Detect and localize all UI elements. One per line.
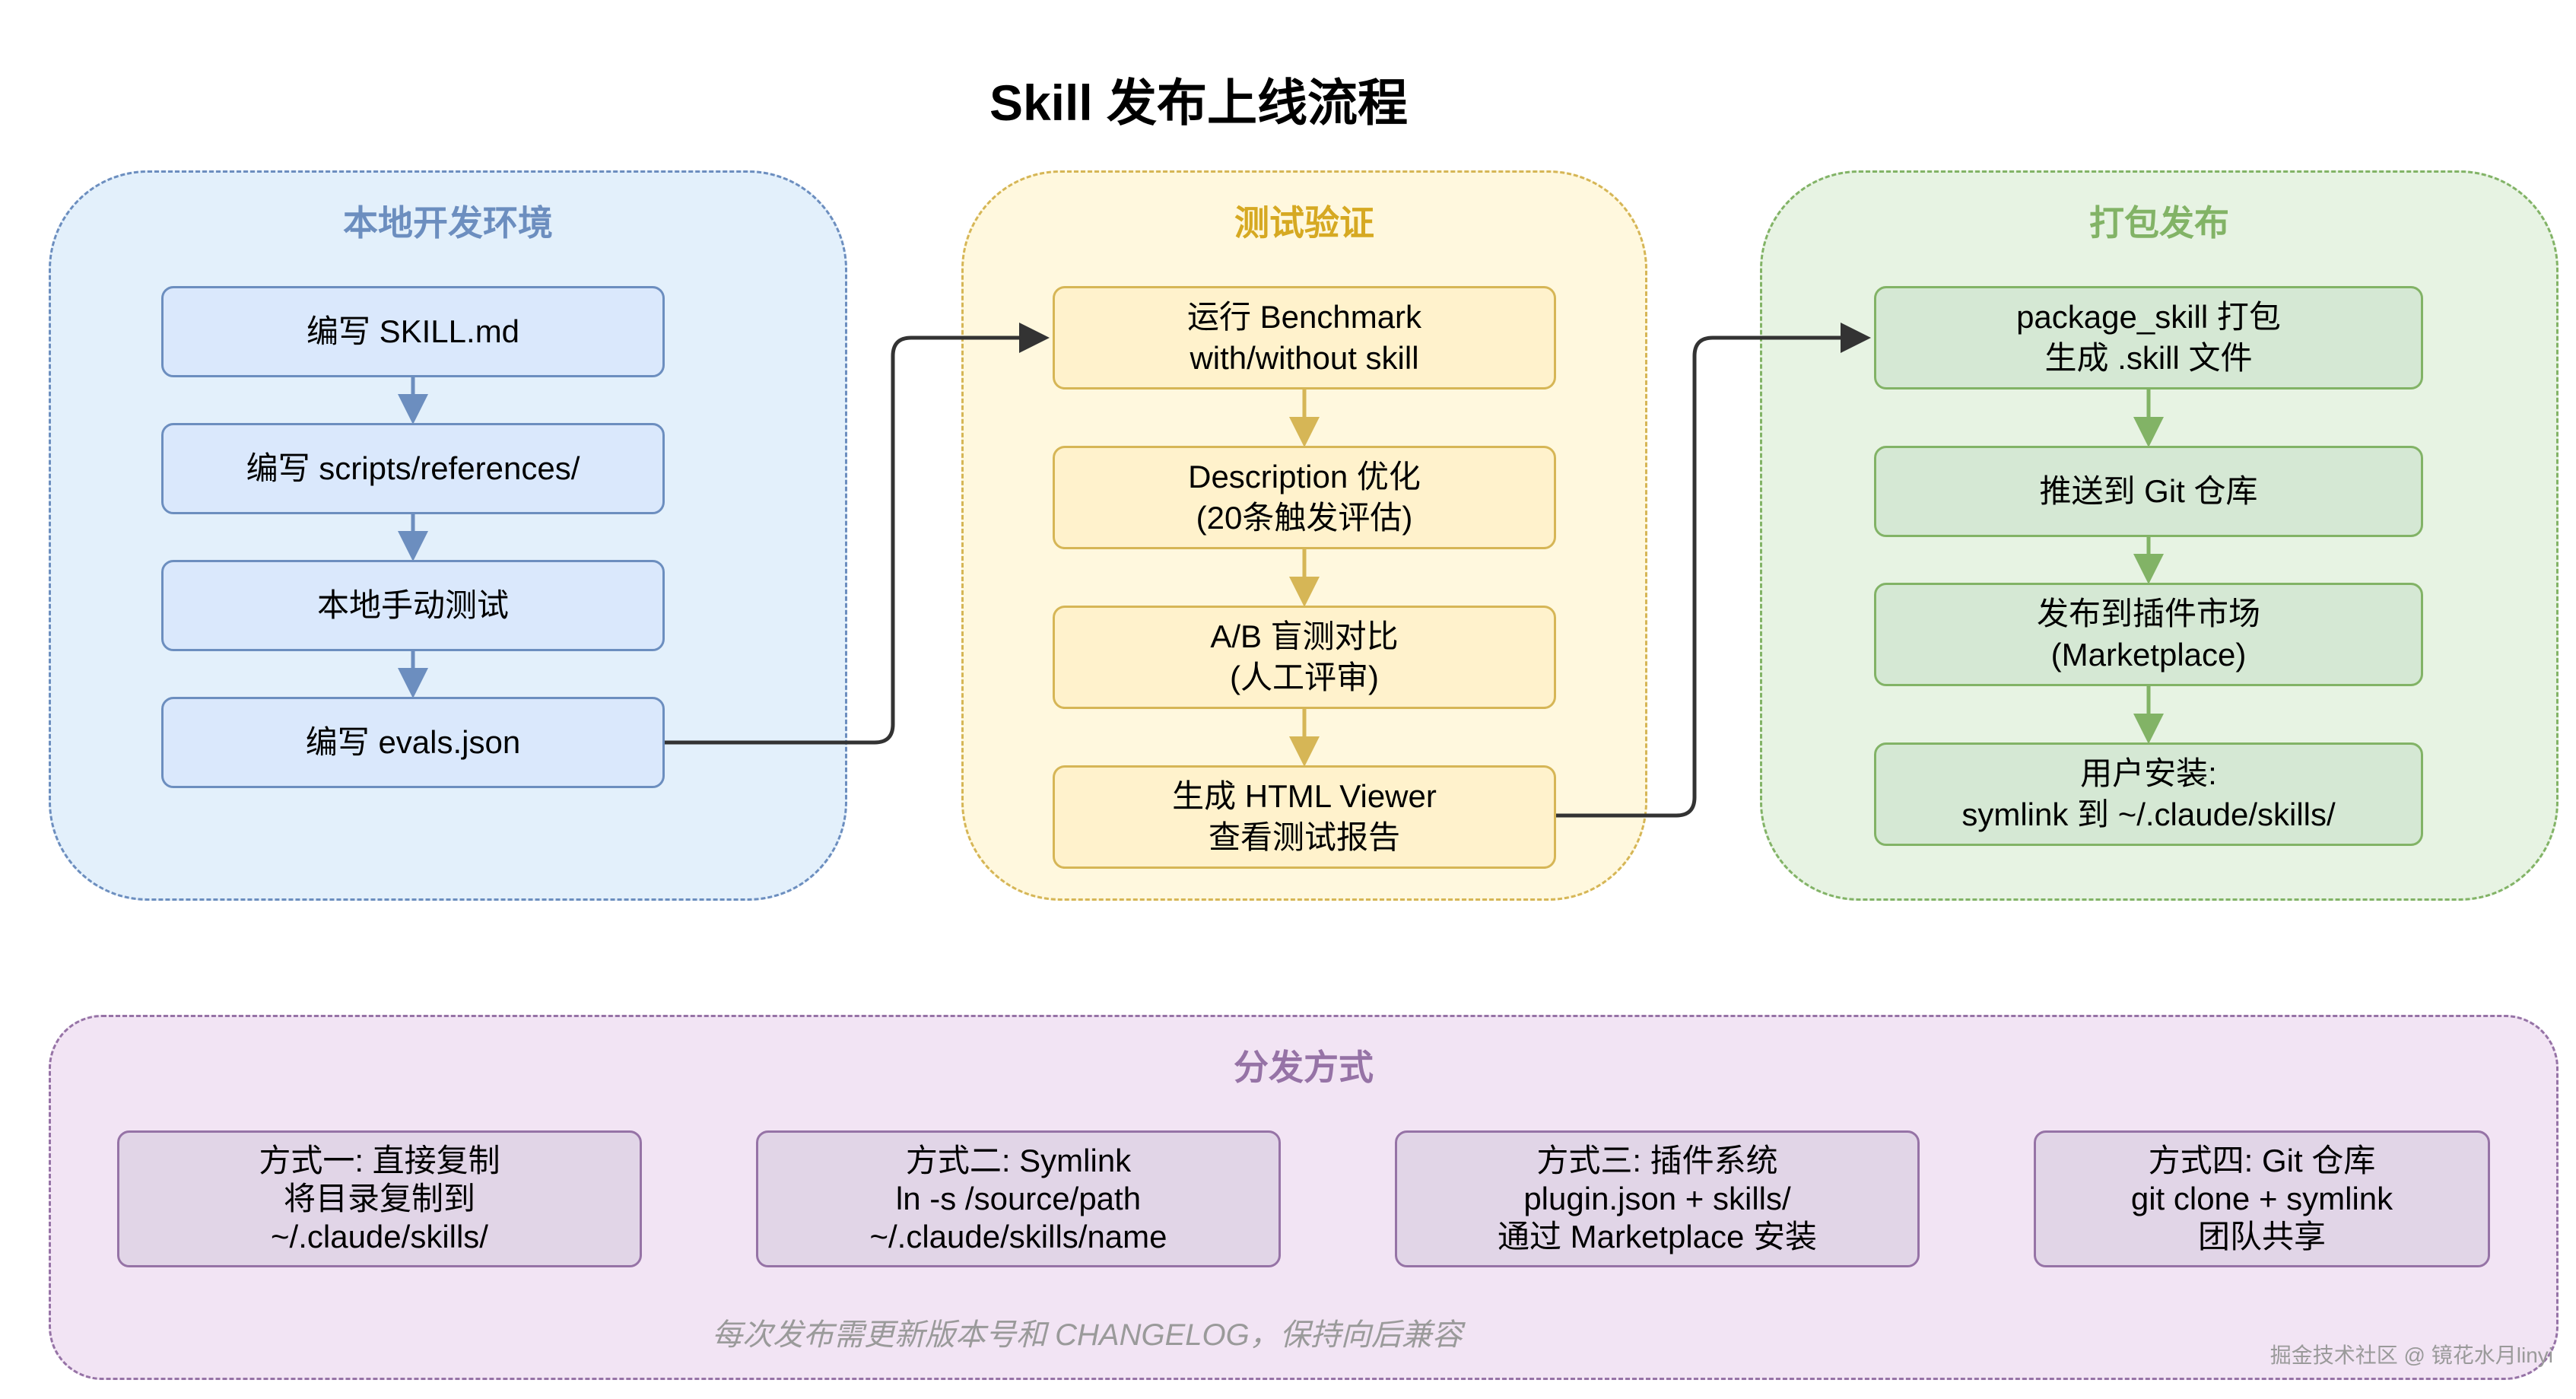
method-line: 团队共享 (2197, 1219, 2326, 1254)
step-line: package_skill 打包 (2016, 299, 2281, 335)
method-line: 方式二: Symlink (905, 1143, 1132, 1178)
step-local-manual-test: 本地手动测试 (161, 560, 665, 651)
arrow-test-to-release (1556, 323, 1871, 818)
step-publish-marketplace: 发布到插件市场 (Marketplace) (1874, 583, 2423, 686)
step-line: 生成 .skill 文件 (2044, 340, 2253, 376)
step-package-skill: package_skill 打包 生成 .skill 文件 (1874, 286, 2423, 389)
step-line: (Marketplace) (2050, 637, 2247, 672)
step-line: A/B 盲测对比 (1210, 618, 1399, 654)
step-line: 生成 HTML Viewer (1172, 778, 1437, 814)
step-line: 编写 SKILL.md (306, 313, 520, 349)
step-line: symlink 到 ~/.claude/skills/ (1961, 796, 2336, 832)
step-line: 查看测试报告 (1208, 819, 1400, 855)
method-line: 通过 Marketplace 安装 (1497, 1219, 1818, 1254)
diagram-title: Skill 发布上线流程 (989, 75, 1409, 131)
step-write-scripts-references: 编写 scripts/references/ (161, 423, 665, 514)
method-line: ~/.claude/skills/name (869, 1219, 1167, 1254)
step-line: 编写 evals.json (305, 724, 521, 760)
method-line: 方式四: Git 仓库 (2148, 1143, 2376, 1178)
method-git-repo: 方式四: Git 仓库 git clone + symlink 团队共享 (2034, 1130, 2490, 1267)
step-line: 运行 Benchmark (1186, 299, 1422, 335)
method-line: ~/.claude/skills/ (271, 1219, 488, 1254)
method-line: ln -s /source/path (895, 1181, 1142, 1216)
step-description-optimization: Description 优化 (20条触发评估) (1053, 446, 1556, 549)
step-line: 本地手动测试 (316, 587, 509, 623)
step-write-skill-md: 编写 SKILL.md (161, 286, 665, 377)
group-local-dev-label: 本地开发环境 (343, 203, 553, 243)
method-line: 方式三: 插件系统 (1536, 1143, 1778, 1178)
step-line: (人工评审) (1230, 660, 1379, 695)
method-line: plugin.json + skills/ (1523, 1181, 1791, 1216)
step-line: 推送到 Git 仓库 (2039, 473, 2258, 509)
step-push-to-git: 推送到 Git 仓库 (1874, 446, 2423, 537)
step-run-benchmark: 运行 Benchmark with/without skill (1053, 286, 1556, 389)
group-distribution-label: 分发方式 (1234, 1048, 1374, 1087)
watermark: 掘金技术社区 @ 镜花水月linyi (2269, 1343, 2553, 1367)
method-plugin-system: 方式三: 插件系统 plugin.json + skills/ 通过 Marke… (1395, 1130, 1920, 1267)
step-user-install: 用户安装: symlink 到 ~/.claude/skills/ (1874, 742, 2423, 846)
step-line: 发布到插件市场 (2036, 596, 2260, 631)
step-line: with/without skill (1190, 340, 1419, 376)
step-line: (20条触发评估) (1196, 500, 1413, 536)
step-line: 用户安装: (2080, 755, 2217, 791)
step-ab-blind-test: A/B 盲测对比 (人工评审) (1053, 606, 1556, 709)
group-package-release-label: 打包发布 (2089, 203, 2229, 243)
method-line: 方式一: 直接复制 (259, 1143, 500, 1178)
arrow-local-to-test (665, 323, 1050, 745)
step-generate-html-viewer: 生成 HTML Viewer 查看测试报告 (1053, 765, 1556, 869)
distribution-note: 每次发布需更新版本号和 CHANGELOG，保持向后兼容 (712, 1318, 1463, 1352)
step-line: 编写 scripts/references/ (246, 450, 580, 486)
method-line: git clone + symlink (2130, 1181, 2393, 1216)
group-test-verification-label: 测试验证 (1234, 203, 1374, 243)
step-line: Description 优化 (1188, 459, 1421, 494)
method-symlink: 方式二: Symlink ln -s /source/path ~/.claud… (756, 1130, 1281, 1267)
method-line: 将目录复制到 (283, 1181, 475, 1216)
step-write-evals-json: 编写 evals.json (161, 697, 665, 788)
method-direct-copy: 方式一: 直接复制 将目录复制到 ~/.claude/skills/ (117, 1130, 642, 1267)
